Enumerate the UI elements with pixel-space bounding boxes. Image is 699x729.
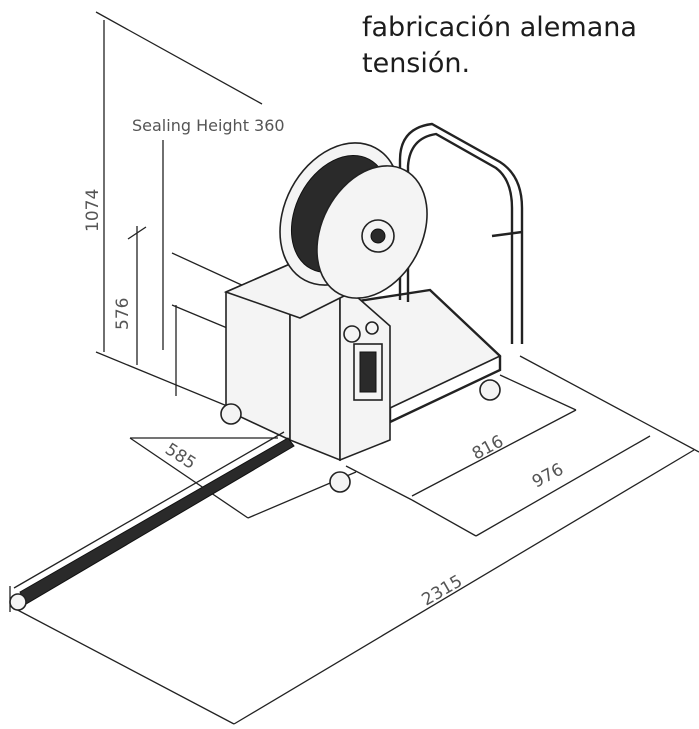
caption-text: fabricación alemana tensión.	[362, 10, 699, 82]
machine-body	[223, 262, 391, 462]
depth-base-label: 816	[469, 432, 507, 465]
width-frame-label: 585	[161, 439, 199, 473]
sealing-height-label: Sealing Height 360	[132, 116, 285, 135]
wheel-rear-right	[479, 379, 501, 401]
length-total-label: 2315	[419, 571, 466, 610]
strap-reel	[279, 142, 428, 299]
caption-line-2: tensión.	[362, 48, 471, 79]
dimension-lines	[9, 11, 699, 725]
wheel-arm	[9, 593, 27, 611]
wheel-front	[329, 471, 351, 493]
strap-arm	[13, 431, 295, 605]
wheel-rear-left	[220, 403, 242, 425]
caption-line-1: fabricación alemana	[362, 12, 637, 43]
height-total-label: 1074	[83, 189, 103, 232]
height-table-label: 576	[113, 298, 133, 330]
wheels	[9, 379, 501, 611]
